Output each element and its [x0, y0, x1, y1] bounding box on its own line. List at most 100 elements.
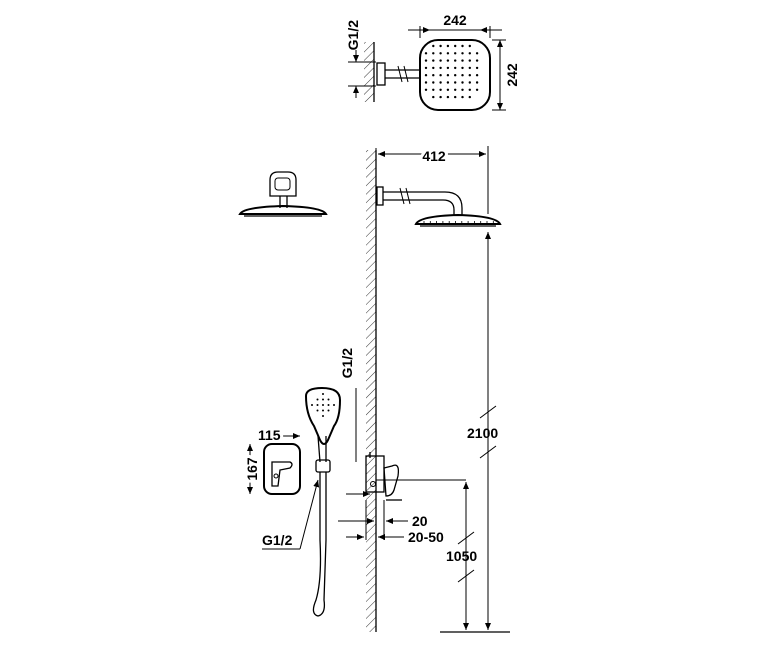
total-height-label: 2100 [467, 425, 498, 441]
head-height-label: 242 [504, 63, 520, 87]
nozzle-dot [461, 44, 464, 48]
nozzle-dot [432, 52, 435, 55]
nozzle-dot [424, 59, 428, 62]
nozzle-dot [461, 59, 464, 62]
nozzle-dot [454, 44, 457, 48]
nozzle-dot [446, 59, 450, 62]
head-thread-label: G1/2 [345, 20, 361, 51]
nozzle-dot [432, 44, 435, 48]
nozzle-dot [468, 66, 471, 70]
nozzle-dot [432, 66, 435, 70]
hand-nozzle-dot [316, 409, 319, 412]
wall-offset-label: 20 [412, 513, 428, 529]
nozzle-dot [468, 44, 471, 48]
nozzle-dot [454, 59, 457, 62]
hand-nozzle-dot [316, 404, 319, 406]
wall-depth-label: 20-50 [408, 529, 444, 545]
top-wall-hatch [364, 42, 374, 102]
nozzle-dot [454, 88, 457, 92]
head-top-view: 242 242 G1/2 [345, 12, 520, 111]
hand-nozzle-dot [327, 404, 330, 406]
hand-shower [304, 386, 342, 617]
nozzle-dot [439, 88, 442, 92]
hand-nozzle-dot [316, 398, 319, 401]
nozzle-dot [468, 88, 471, 92]
side-head [414, 213, 502, 225]
hand-nozzle-dot [333, 404, 335, 406]
hand-shower-head [304, 386, 342, 445]
plate-width-label: 115 [258, 427, 281, 443]
nozzle-dot [454, 74, 457, 77]
nozzle-dot [446, 88, 450, 92]
nozzle-dot [468, 59, 471, 62]
nozzle-dot [432, 95, 435, 99]
nozzle-dot [461, 66, 464, 70]
hose [312, 472, 327, 617]
hand-nozzle-dot [311, 404, 313, 406]
nozzle-dot [446, 81, 450, 84]
hand-nozzle-dot [322, 398, 324, 401]
nozzle-dot [446, 44, 450, 48]
nozzle-dot [468, 74, 471, 77]
head-width-label: 242 [443, 12, 467, 28]
wall-plate: 115 167 [241, 424, 301, 495]
nozzle-dot [446, 52, 450, 55]
head-nozzles [424, 44, 479, 99]
head-square [419, 39, 491, 111]
nozzle-dot [432, 88, 435, 92]
hand-nozzle-dot [327, 409, 330, 412]
nozzle-dot [432, 81, 435, 84]
wall-hatch [366, 150, 376, 632]
nozzle-dot [432, 74, 435, 77]
hand-nozzle-dot [322, 409, 324, 412]
handshower-thread-dim: G1/2 [339, 348, 370, 497]
nozzle-dot [475, 59, 479, 62]
nozzle-dot [475, 88, 479, 92]
nozzle-dot [439, 81, 442, 84]
arm-length-dim: 412 [375, 145, 489, 214]
nozzle-dot [439, 66, 442, 70]
mixer-valve [365, 452, 466, 501]
hand-nozzle-dot [322, 415, 324, 417]
nozzle-dot [424, 52, 428, 55]
nozzle-dot [424, 74, 428, 77]
nozzle-dot [439, 52, 442, 55]
nozzle-dot [424, 66, 428, 70]
plate-outline [263, 443, 301, 495]
plate-height-label: 167 [244, 457, 260, 481]
nozzle-dot [461, 88, 464, 92]
nozzle-dot [424, 88, 428, 92]
nozzle-dot [439, 44, 442, 48]
hand-nozzle-dot [322, 393, 324, 395]
nozzle-dot [454, 52, 457, 55]
nozzle-dot [446, 66, 450, 70]
hose-thread-dim: G1/2 [262, 479, 320, 550]
nozzle-dot [475, 74, 479, 77]
nozzle-dot [461, 81, 464, 84]
nozzle-dot [461, 95, 464, 99]
nozzle-dot [468, 52, 471, 55]
holder [315, 459, 331, 473]
nozzle-dot [454, 81, 457, 84]
nozzle-dot [432, 59, 435, 62]
nozzle-dot [475, 66, 479, 70]
hand-shower-nozzles [311, 393, 335, 417]
small-head-view [238, 171, 328, 217]
handshower-thread-label: G1/2 [339, 348, 355, 379]
nozzle-dot [461, 52, 464, 55]
nozzle-dot [461, 74, 464, 77]
nozzle-dot [454, 66, 457, 70]
valve-height-label: 1050 [446, 548, 477, 564]
nozzle-dot [454, 95, 457, 99]
side-head-nozzles [423, 221, 494, 224]
nozzle-dot [439, 74, 442, 77]
nozzle-dot [439, 95, 442, 99]
arm-length-label: 412 [422, 148, 446, 164]
wall-section [366, 150, 510, 633]
nozzle-dot [475, 81, 479, 84]
wall-offset-dims: 20 20-50 [338, 500, 444, 545]
hose-thread-label: G1/2 [262, 532, 293, 548]
total-height-dim: 2100 [467, 232, 498, 630]
nozzle-dot [446, 74, 450, 77]
